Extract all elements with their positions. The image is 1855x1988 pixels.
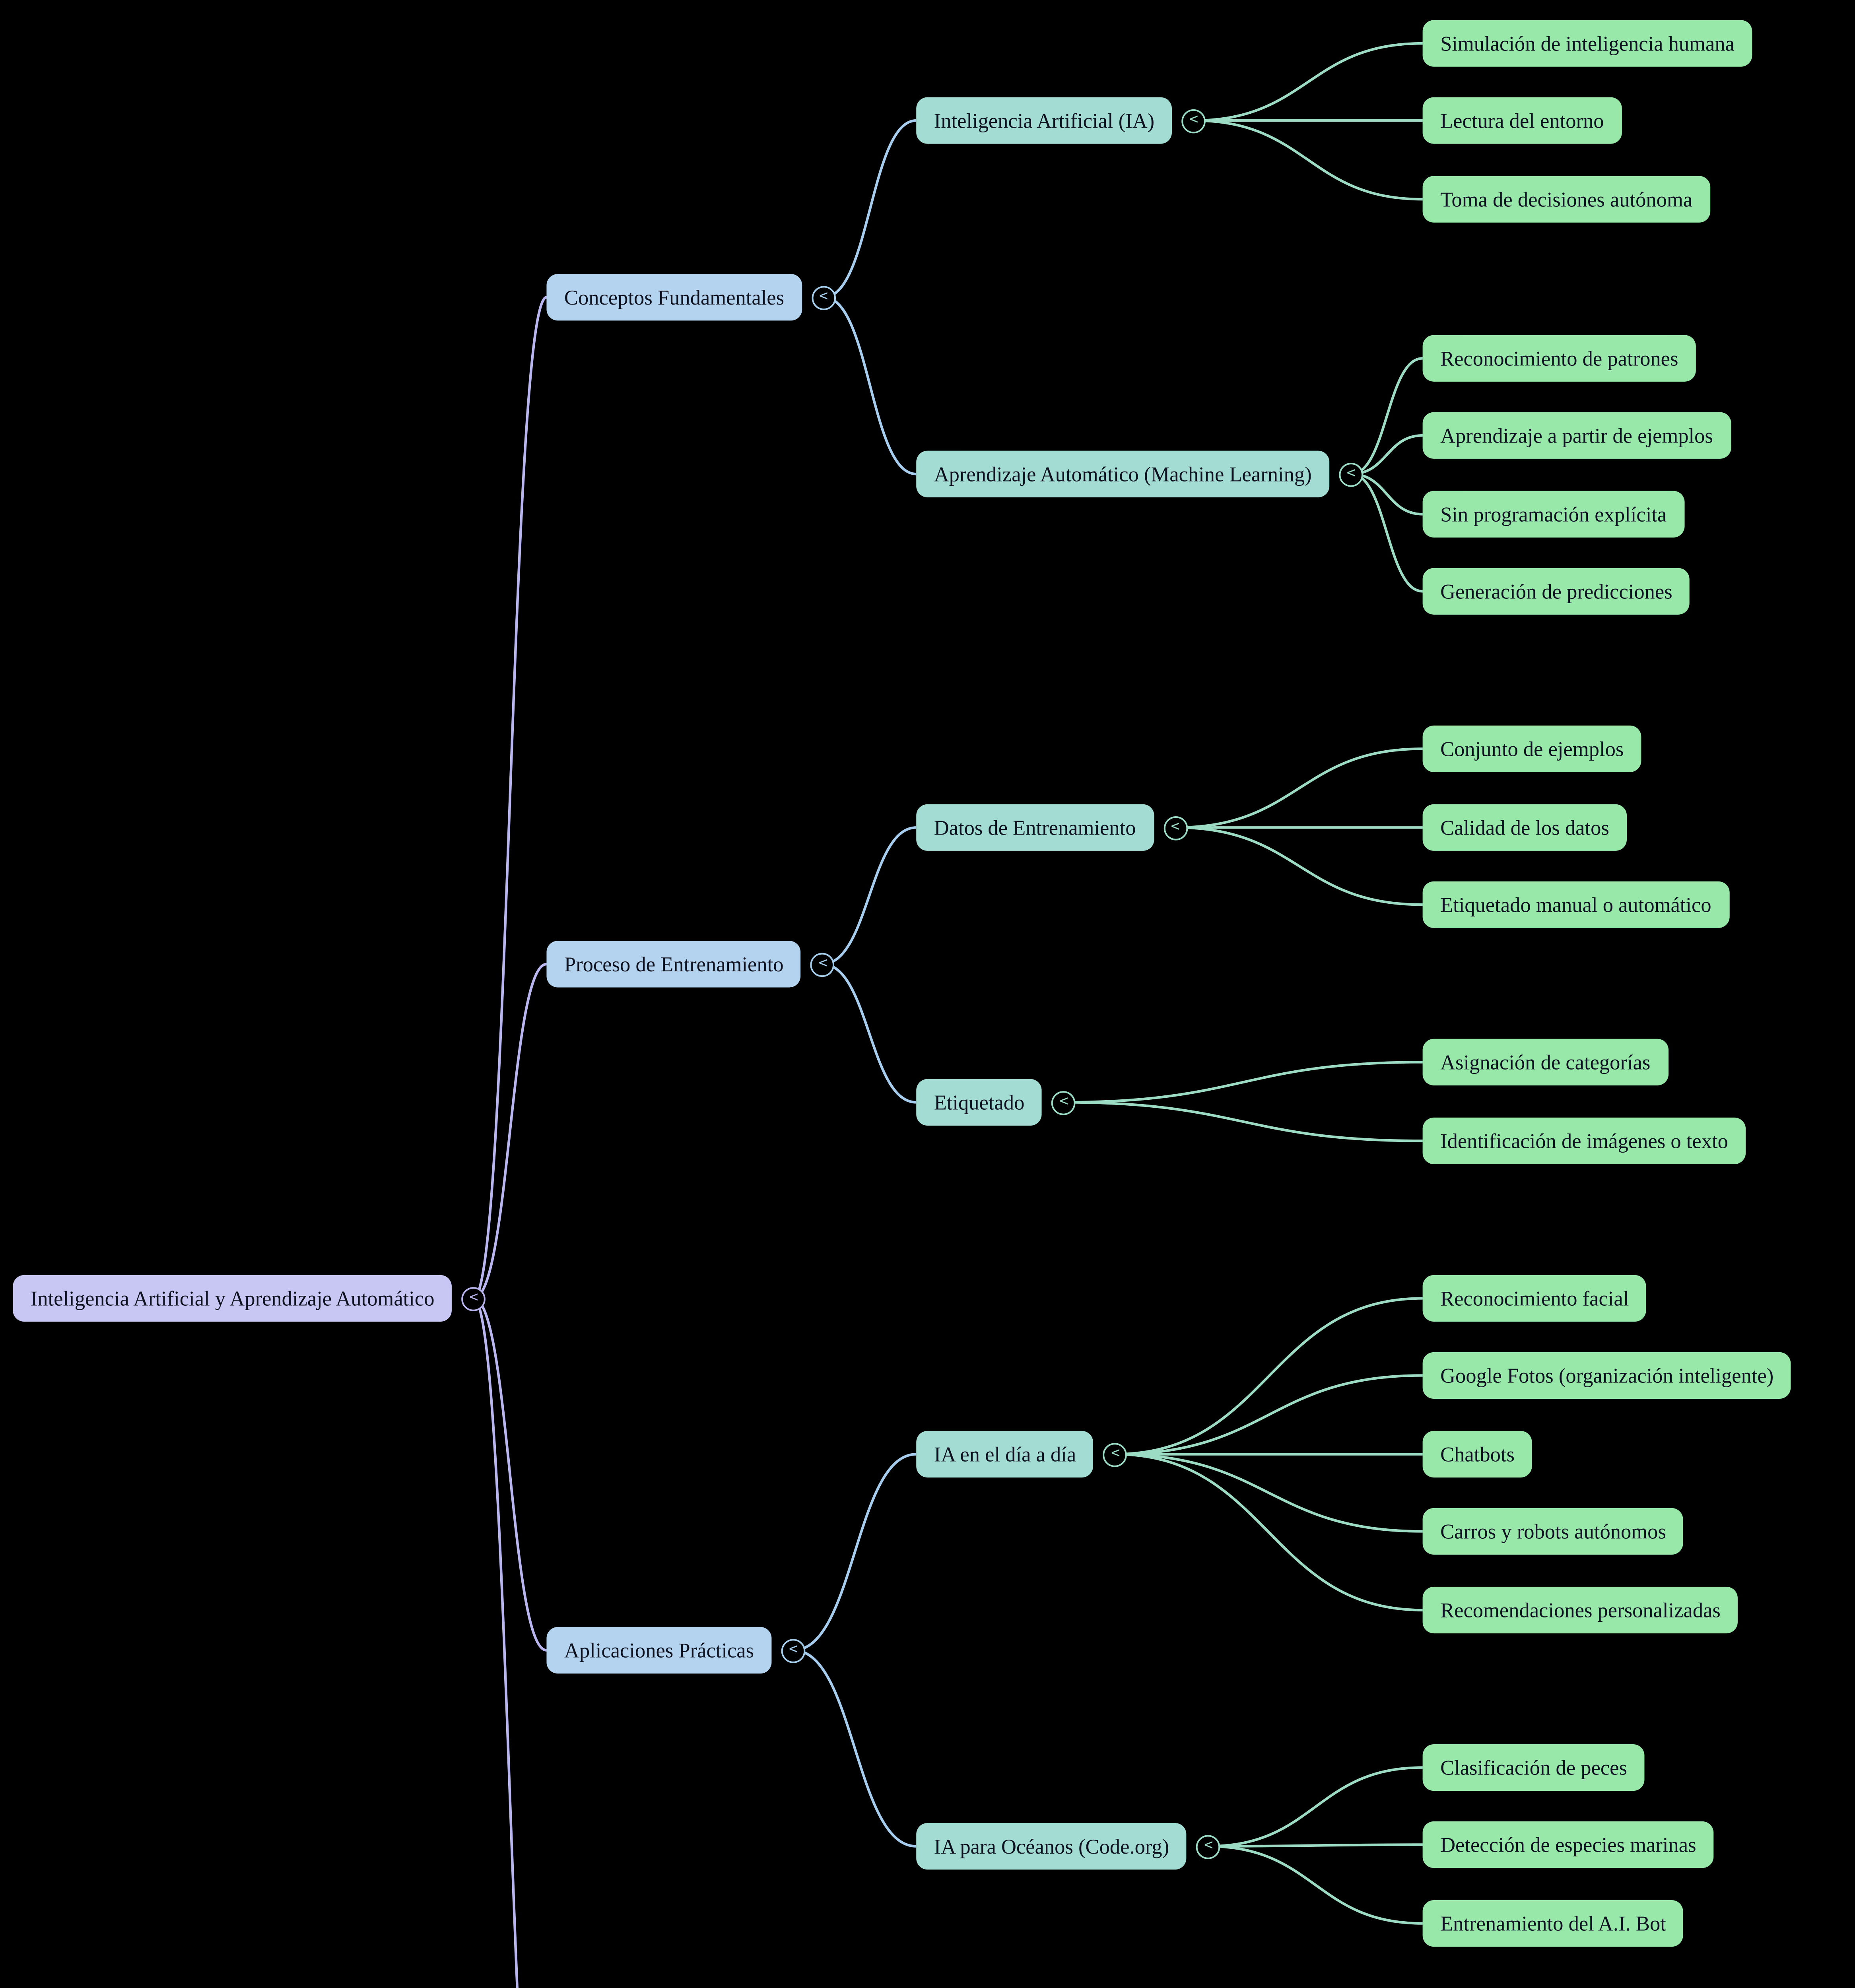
collapse-toggle-icon[interactable]: < xyxy=(781,1638,806,1662)
link-path xyxy=(1351,472,1423,593)
node-label: Sin programación explícita xyxy=(1440,502,1667,526)
node-label: Inteligencia Artificial (IA) xyxy=(934,108,1155,133)
node-identificacion-de-imagenes-o-texto[interactable]: Identificación de imágenes o texto xyxy=(1422,1117,1746,1164)
collapse-toggle-icon[interactable]: < xyxy=(462,1286,486,1310)
node-recomendaciones-personalizadas[interactable]: Recomendaciones personalizadas xyxy=(1422,1586,1738,1634)
node-label: Asignación de categorías xyxy=(1440,1050,1651,1074)
link-path xyxy=(824,119,917,299)
node-label: Lectura del entorno xyxy=(1440,108,1604,133)
node-label: Aprendizaje a partir de ejemplos xyxy=(1440,423,1713,448)
node-label: Reconocimiento de patrones xyxy=(1440,346,1678,371)
node-generacion-de-predicciones[interactable]: Generación de predicciones xyxy=(1422,568,1690,615)
link-path xyxy=(1351,434,1423,476)
node-label: Aplicaciones Prácticas xyxy=(564,1638,754,1662)
node-aprendizaje-a-partir-de-ejemplos[interactable]: Aprendizaje a partir de ejemplos xyxy=(1422,412,1731,459)
node-label: Carros y robots autónomos xyxy=(1440,1519,1666,1543)
node-simulacion-de-inteligencia-humana[interactable]: Simulación de inteligencia humana xyxy=(1422,20,1752,67)
node-label: Chatbots xyxy=(1440,1442,1515,1466)
node-calidad-de-los-datos[interactable]: Calidad de los datos xyxy=(1422,804,1627,851)
node-sin-programacion-explicita[interactable]: Sin programación explícita xyxy=(1422,491,1684,538)
node-label: Google Fotos (organización inteligente) xyxy=(1440,1363,1774,1388)
node-proceso-de-entrenamiento[interactable]: Proceso de Entrenamiento < xyxy=(546,941,835,988)
node-google-fotos[interactable]: Google Fotos (organización inteligente) xyxy=(1422,1352,1791,1399)
node-asignacion-de-categorias[interactable]: Asignación de categorías xyxy=(1422,1039,1668,1085)
link-path xyxy=(1208,1843,1423,1848)
node-conceptos-fundamentales[interactable]: Conceptos Fundamentales < xyxy=(546,274,836,321)
link-path xyxy=(1063,1061,1423,1104)
node-label: Generación de predicciones xyxy=(1440,579,1672,604)
node-entrenamiento-del-ai-bot[interactable]: Entrenamiento del A.I. Bot xyxy=(1422,1900,1684,1947)
node-etiquetado-manual-o-automatico[interactable]: Etiquetado manual o automático xyxy=(1422,881,1729,928)
node-label: Reconocimiento facial xyxy=(1440,1286,1629,1310)
link-path xyxy=(1115,1297,1423,1456)
node-reconocimiento-de-patrones[interactable]: Reconocimiento de patrones xyxy=(1422,335,1696,382)
node-label: Datos de Entrenamiento xyxy=(934,815,1136,840)
node-label: Conjunto de ejemplos xyxy=(1440,736,1624,761)
link-path xyxy=(793,1649,917,1848)
node-ia-en-el-dia-a-dia[interactable]: IA en el día a día < xyxy=(916,1431,1128,1478)
node-label: Calidad de los datos xyxy=(1440,815,1609,840)
node-label: Inteligencia Artificial y Aprendizaje Au… xyxy=(30,1286,435,1310)
node-label: Conceptos Fundamentales xyxy=(564,285,785,309)
node-label: IA para Océanos (Code.org) xyxy=(934,1834,1169,1858)
node-inteligencia-artificial-ia[interactable]: Inteligencia Artificial (IA) < xyxy=(916,97,1206,144)
link-path xyxy=(824,296,917,476)
node-clasificacion-de-peces[interactable]: Clasificación de peces xyxy=(1422,1744,1645,1791)
collapse-toggle-icon[interactable]: < xyxy=(811,285,836,309)
node-label: Clasificación de peces xyxy=(1440,1755,1627,1780)
collapse-toggle-icon[interactable]: < xyxy=(1103,1442,1128,1466)
collapse-toggle-icon[interactable]: < xyxy=(811,952,835,977)
node-label: Proceso de Entrenamiento xyxy=(564,952,784,977)
link-path xyxy=(473,1297,519,1988)
link-path xyxy=(1208,1845,1423,1925)
node-label: Recomendaciones personalizadas xyxy=(1440,1598,1721,1622)
node-carros-y-robots-autonomos[interactable]: Carros y robots autónomos xyxy=(1422,1508,1684,1555)
node-label: Detección de especies marinas xyxy=(1440,1833,1696,1857)
collapse-toggle-icon[interactable]: < xyxy=(1163,815,1187,840)
link-path xyxy=(1351,357,1423,476)
link-path xyxy=(1351,472,1423,516)
node-label: Etiquetado xyxy=(934,1090,1025,1114)
node-chatbots[interactable]: Chatbots xyxy=(1422,1431,1533,1478)
link-path xyxy=(793,1453,917,1652)
node-label: Identificación de imágenes o texto xyxy=(1440,1129,1728,1153)
node-inteligencia-artificial-y-aprendizaje-automatico[interactable]: Inteligencia Artificial y Aprendizaje Au… xyxy=(13,1275,486,1322)
link-path xyxy=(1115,1453,1423,1533)
collapse-toggle-icon[interactable]: < xyxy=(1052,1090,1076,1114)
collapse-toggle-icon[interactable]: < xyxy=(1339,462,1364,486)
node-conjunto-de-ejemplos[interactable]: Conjunto de ejemplos xyxy=(1422,725,1641,772)
link-path xyxy=(822,826,917,966)
link-path xyxy=(1208,1766,1423,1848)
node-lectura-del-entorno[interactable]: Lectura del entorno xyxy=(1422,97,1622,144)
node-label: Toma de decisiones autónoma xyxy=(1440,187,1693,212)
node-label: Entrenamiento del A.I. Bot xyxy=(1440,1911,1666,1936)
node-label: Etiquetado manual o automático xyxy=(1440,892,1711,917)
link-path xyxy=(1063,1101,1423,1142)
link-path xyxy=(473,296,547,1300)
link-path xyxy=(1193,42,1423,122)
node-ia-para-oceanos[interactable]: IA para Océanos (Code.org) < xyxy=(916,1823,1221,1870)
collapse-toggle-icon[interactable]: < xyxy=(1196,1834,1221,1858)
node-label: Simulación de inteligencia humana xyxy=(1440,31,1735,56)
node-toma-de-decisiones-autonoma[interactable]: Toma de decisiones autónoma xyxy=(1422,176,1710,223)
node-label: Aprendizaje Automático (Machine Learning… xyxy=(934,462,1312,486)
node-aprendizaje-automatico[interactable]: Aprendizaje Automático (Machine Learning… xyxy=(916,450,1364,497)
link-path xyxy=(1193,119,1423,201)
collapse-toggle-icon[interactable]: < xyxy=(1181,108,1206,133)
link-path xyxy=(1115,1453,1423,1611)
link-path xyxy=(473,963,547,1300)
link-path xyxy=(822,963,917,1104)
link-path xyxy=(1176,747,1423,829)
node-aplicaciones-practicas[interactable]: Aplicaciones Prácticas < xyxy=(546,1627,806,1674)
node-reconocimiento-facial[interactable]: Reconocimiento facial xyxy=(1422,1275,1647,1322)
node-deteccion-de-especies-marinas[interactable]: Detección de especies marinas xyxy=(1422,1821,1714,1868)
link-path xyxy=(473,1297,547,1652)
node-datos-de-entrenamiento[interactable]: Datos de Entrenamiento < xyxy=(916,804,1187,851)
link-path xyxy=(1176,826,1423,906)
node-label: IA en el día a día xyxy=(934,1442,1076,1466)
link-path xyxy=(1115,1374,1423,1456)
node-etiquetado[interactable]: Etiquetado < xyxy=(916,1079,1076,1126)
